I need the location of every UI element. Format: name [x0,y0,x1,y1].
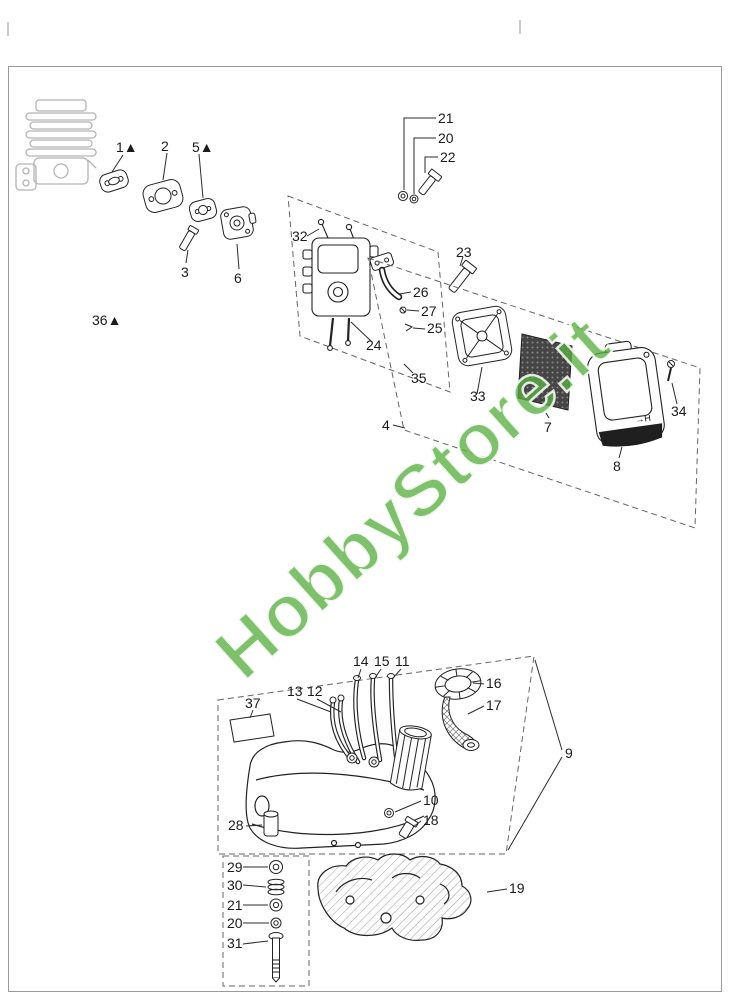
tank-assembly-boundary [217,655,535,855]
callout-14: 14 [353,653,369,669]
clip-25-drawing [404,323,414,332]
sticker-37-drawing [229,713,275,743]
callout-35: 35 [411,370,427,386]
filler-neck-drawing [389,725,432,791]
spring-30-drawing [267,878,285,896]
fuel-cap-16-drawing [434,668,482,700]
gasket-1-drawing [99,169,129,193]
callout-34: 34 [671,403,687,419]
callout-13: 13 [287,683,303,699]
bolt-23-drawing [448,259,477,293]
washer-20-drawing [409,194,419,204]
callout-18: 18 [423,812,439,828]
callout-11: 11 [395,653,410,669]
airfilter-assembly-boundary [367,257,701,529]
callout-21-b: 21 [227,897,243,913]
callout-20-a: 20 [438,130,454,146]
callout-33: 33 [470,388,486,404]
tank-grommets-drawing [346,752,380,768]
callout-36: 36▲ [92,312,122,328]
callout-6: 6 [234,270,242,286]
callout-21-a: 21 [438,110,454,126]
washer-20b-drawing [270,917,282,929]
screw-34-drawing [667,360,675,382]
callout-7: 7 [544,419,552,435]
registration-marks [7,20,521,36]
callout-32: 32 [292,228,308,244]
pump-6-drawing [220,206,257,240]
callout-24: 24 [366,337,382,353]
carburetor-assembly-boundary [287,195,451,393]
screw-27-drawing [399,306,407,314]
callout-26: 26 [413,284,429,300]
callout-2: 2 [161,138,169,154]
callout-22: 22 [440,149,456,165]
callout-16: 16 [486,675,502,691]
callout-15: 15 [374,653,390,669]
engine-cylinder-drawing [15,99,97,191]
callout-4: 4 [382,417,390,433]
carburetor-24-drawing [302,218,379,351]
callout-23: 23 [456,244,472,260]
elbow-26-drawing [369,252,403,301]
callout-1: 1▲ [116,139,138,155]
callout-29: 29 [227,859,243,875]
callout-28: 28 [228,817,244,833]
callout-37: 37 [245,695,261,711]
callout-10: 10 [423,792,439,808]
valve-18-drawing [398,815,419,839]
guard-19-drawing [317,853,472,941]
callout-27: 27 [421,303,437,319]
callout-8: 8 [613,458,621,474]
page-border [8,66,722,992]
callout-30: 30 [227,877,243,893]
filter-cover-8-drawing: →H [587,340,665,447]
washer-21-drawing [397,190,409,202]
cap-strap-17-drawing [441,696,480,751]
filter-base-33-drawing [451,305,513,367]
gasket-5-drawing [188,198,218,222]
callout-19: 19 [509,880,525,896]
grommet-10-drawing [384,808,394,818]
bolt-3-drawing [179,225,199,251]
hardware-boundary [222,855,310,987]
spacer-28-drawing [263,810,279,837]
callout-12: 12 [307,683,323,699]
callout-31: 31 [227,935,243,951]
washer-29-drawing [269,860,283,874]
callout-17: 17 [486,697,502,713]
washer-21b-drawing [269,898,283,912]
leader-lines [111,117,678,945]
callout-20-b: 20 [227,915,243,931]
filter-element-7-drawing [517,333,573,411]
callout-9: 9 [565,745,573,761]
callout-25: 25 [427,320,443,336]
callout-3: 3 [181,264,189,280]
bolt-31-drawing [268,932,284,983]
insulator-2-drawing [142,179,184,213]
bolt-22-drawing [418,168,443,196]
cover-mark-text: →H [635,413,652,425]
callout-5: 5▲ [192,139,214,155]
